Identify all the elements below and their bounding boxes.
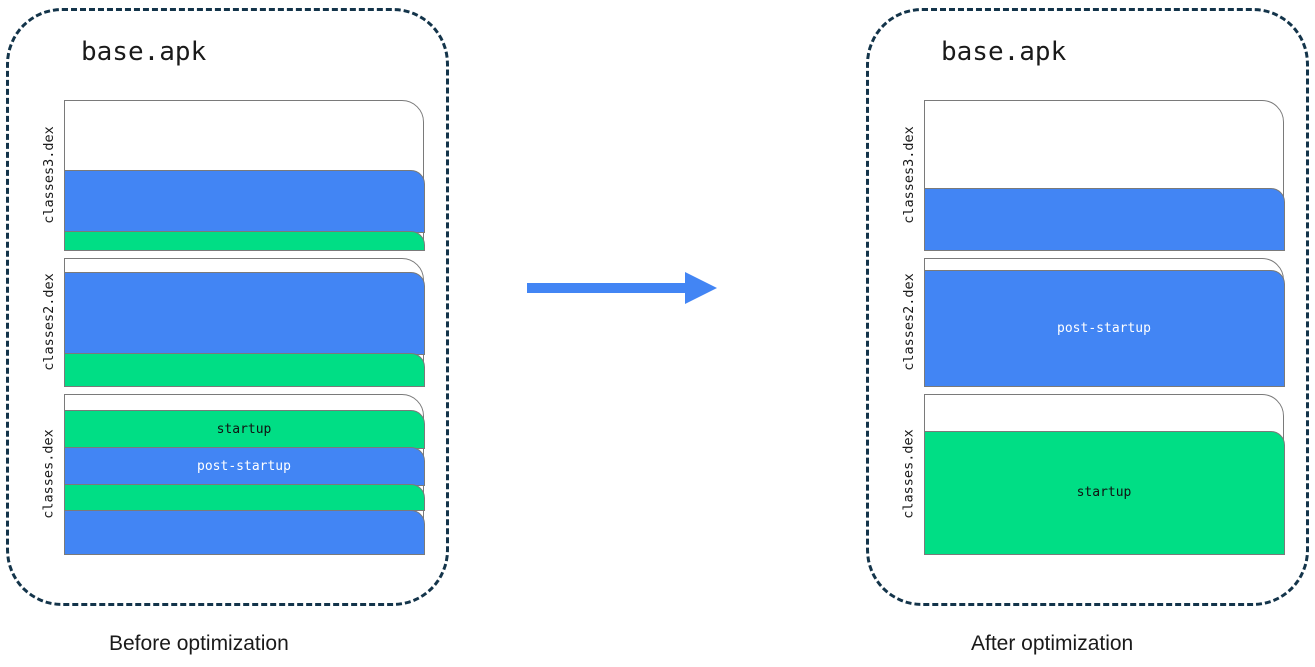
dex-band-startup — [63, 484, 425, 512]
dex-label-text: classes.dex — [41, 429, 57, 519]
dex-band-label: post-startup — [1057, 320, 1151, 336]
dex-band-startup — [63, 353, 425, 387]
dex-block-before-2: classes.dex startup post-startup — [36, 394, 425, 555]
dex-band-post-startup — [63, 271, 425, 355]
dex-label-text: classes3.dex — [41, 126, 58, 224]
caption-before: Before optimization — [109, 632, 289, 655]
dex-outline-box — [923, 100, 1285, 251]
dex-band-post-startup — [923, 187, 1285, 251]
dex-band-post-startup — [63, 169, 425, 233]
right-arrow-icon — [527, 272, 717, 304]
dex-band-label: startup — [216, 421, 272, 437]
dex-outline-box — [63, 258, 425, 387]
dex-label: classes2.dex — [36, 258, 62, 386]
dex-label: classes3.dex — [36, 100, 62, 250]
dex-label: classes.dex — [896, 394, 922, 554]
dex-band-post-startup: post-startup — [63, 447, 425, 486]
dex-label-text: classes2.dex — [41, 273, 58, 371]
dex-block-after-2: classes.dex startup — [896, 394, 1285, 555]
caption-after: After optimization — [971, 632, 1134, 655]
dex-band-label: startup — [1076, 485, 1132, 501]
dex-label: classes3.dex — [896, 100, 922, 250]
dex-block-after-1: classes2.dex post-startup — [896, 258, 1285, 387]
dex-bands — [63, 169, 425, 251]
dex-outline-box — [63, 100, 425, 251]
dex-outline-box: startup post-startup — [63, 394, 425, 555]
transition-arrow — [527, 264, 717, 312]
dex-outline-box: post-startup — [923, 258, 1285, 387]
dex-label-text: classes.dex — [901, 429, 917, 519]
dex-band-startup: startup — [63, 410, 425, 449]
dex-block-before-1: classes2.dex — [36, 258, 425, 387]
dex-band-startup: startup — [923, 431, 1285, 555]
dex-band-post-startup: post-startup — [923, 270, 1285, 387]
dex-label: classes2.dex — [896, 258, 922, 386]
dex-block-after-0: classes3.dex — [896, 100, 1285, 251]
apk-title-after: base.apk — [941, 37, 1067, 67]
dex-label: classes.dex — [36, 394, 62, 554]
dex-bands — [923, 187, 1285, 251]
dex-bands: startup — [923, 431, 1285, 555]
dex-label-text: classes3.dex — [901, 126, 918, 224]
dex-outline-box: startup — [923, 394, 1285, 555]
dex-label-text: classes2.dex — [901, 273, 918, 371]
dex-band-post-startup — [63, 509, 425, 555]
apk-title-before: base.apk — [81, 37, 207, 67]
dex-bands: startup post-startup — [63, 410, 425, 555]
dex-bands: post-startup — [923, 270, 1285, 387]
dex-block-before-0: classes3.dex — [36, 100, 425, 251]
dex-band-startup — [63, 231, 425, 251]
dex-bands — [63, 271, 425, 387]
dex-band-label: post-startup — [197, 458, 291, 474]
